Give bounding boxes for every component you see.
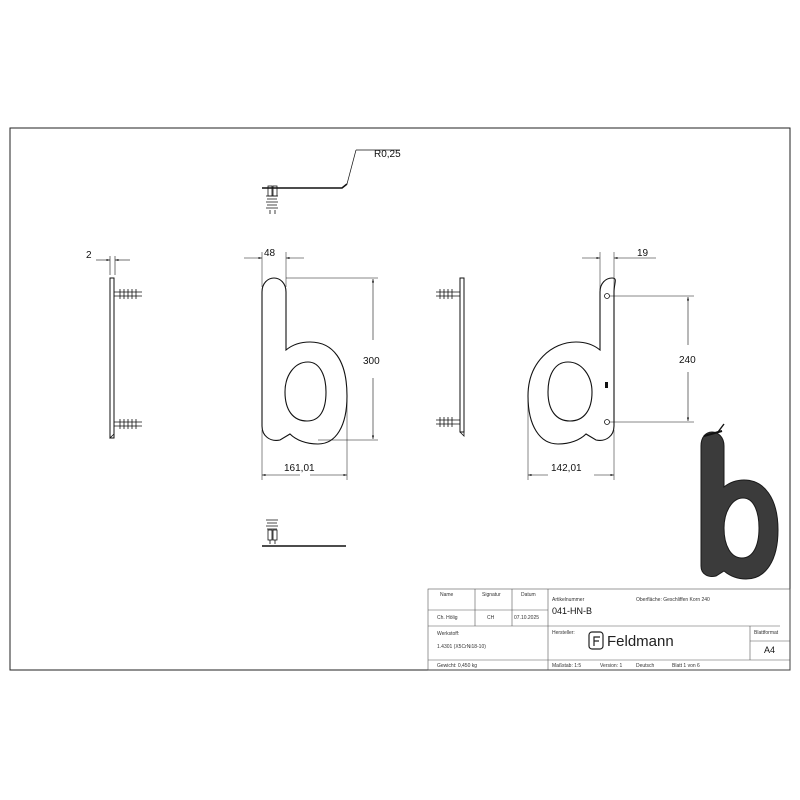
feldmann-logo-icon [588, 631, 604, 650]
bolt-detail-top [266, 185, 278, 214]
werkstoff-value: 1.4301 (X5CrNi18-10) [437, 644, 486, 650]
title-block-text: Name Signatur Datum Ch. Hölig CH 07.10.2… [437, 592, 779, 669]
top-view: R0,25 [262, 149, 401, 214]
version: Version: 1 [600, 663, 622, 669]
author-datum: 07.10.2025 [514, 615, 539, 621]
top-width-dimension-d: 19 [637, 248, 649, 259]
front-view-letter-b: 48 300 161,01 [244, 248, 380, 480]
title-block [427, 588, 791, 671]
artikelnummer-value: 041-HN-B [552, 606, 592, 616]
isometric-preview [700, 423, 779, 580]
height-dimension: 300 [363, 356, 380, 367]
author-signatur: CH [487, 615, 495, 621]
sprache: Deutsch [636, 663, 655, 669]
radius-dimension: R0,25 [374, 149, 401, 160]
werkstoff-label: Werkstoff: [437, 631, 459, 637]
feldmann-logo: Feldmann [588, 631, 674, 650]
author-name: Ch. Hölig [437, 615, 458, 621]
width-dimension-d: 142,01 [551, 463, 582, 474]
side-view-right [436, 277, 465, 437]
company-name: Feldmann [607, 633, 674, 650]
width-dimension-b: 161,01 [284, 463, 315, 474]
mounting-hole-top [604, 293, 610, 299]
blattformat-label: Blattformat [754, 630, 779, 636]
mounting-hole-bottom [604, 419, 610, 425]
hersteller-label: Hersteller: [552, 630, 575, 636]
top-width-dimension-b: 48 [264, 248, 276, 259]
blatt: Blatt 1 von 6 [672, 663, 700, 669]
massstab: Maßstab: 1:5 [552, 663, 581, 669]
header-signatur: Signatur [482, 592, 501, 598]
thickness-dimension: 2 [86, 250, 92, 261]
header-datum: Datum [521, 592, 536, 598]
side-view-left: 2 [86, 250, 142, 439]
rear-view-letter-d: 19 240 142,01 [527, 248, 696, 480]
hole-spacing-dimension: 240 [679, 355, 696, 366]
artikelnummer-label: Artikelnummer [552, 597, 585, 603]
header-name: Name [440, 592, 454, 598]
gewicht: Gewicht: 0,450 kg [437, 663, 477, 669]
oberflaeche: Oberfläche: Geschliffen Korn 240 [636, 597, 710, 603]
sheet-border [9, 127, 791, 671]
blattformat-value: A4 [764, 645, 775, 655]
bottom-view [262, 519, 346, 547]
